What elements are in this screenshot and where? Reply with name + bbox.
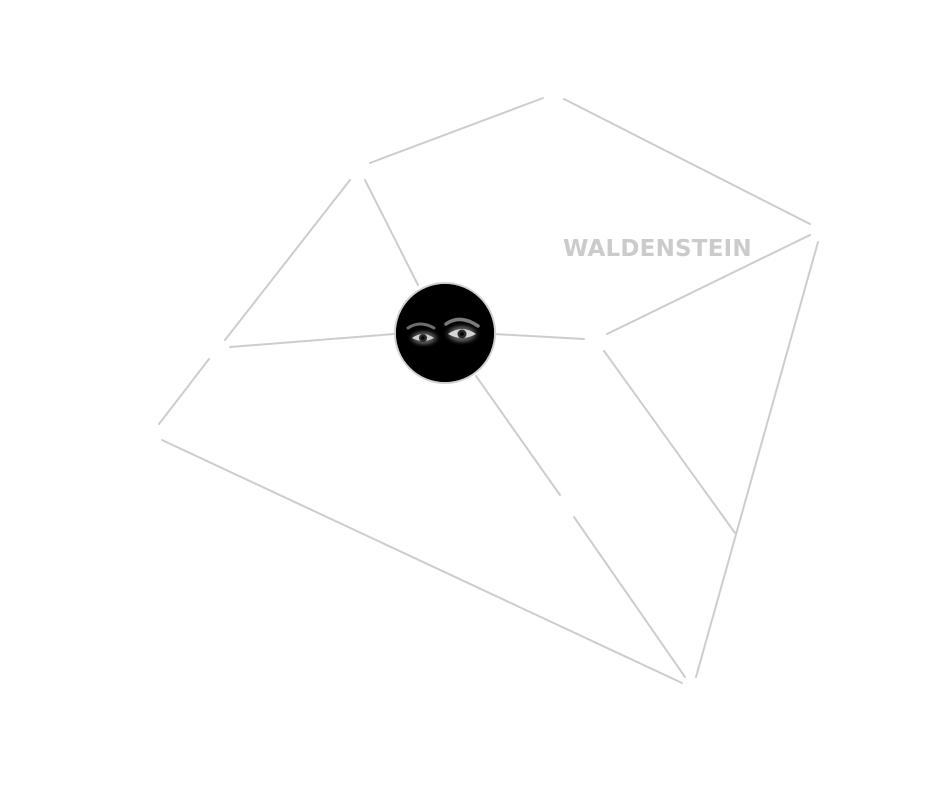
edge-line	[563, 98, 811, 225]
edge-line	[158, 358, 210, 425]
eyes-image	[396, 284, 494, 382]
eyes-portrait-icon[interactable]	[394, 282, 496, 384]
brand-name: WALDENSTEIN	[563, 236, 752, 262]
edge-line	[224, 179, 351, 341]
edge-line	[229, 333, 395, 348]
edge-line	[364, 179, 419, 286]
edge-line	[493, 333, 585, 340]
edge-line	[475, 375, 561, 496]
edge-line	[573, 516, 686, 678]
edge-line	[695, 241, 819, 678]
edge-line	[606, 234, 811, 335]
edge-line	[161, 439, 683, 684]
edge-line	[369, 97, 544, 164]
edge-line	[603, 350, 736, 534]
